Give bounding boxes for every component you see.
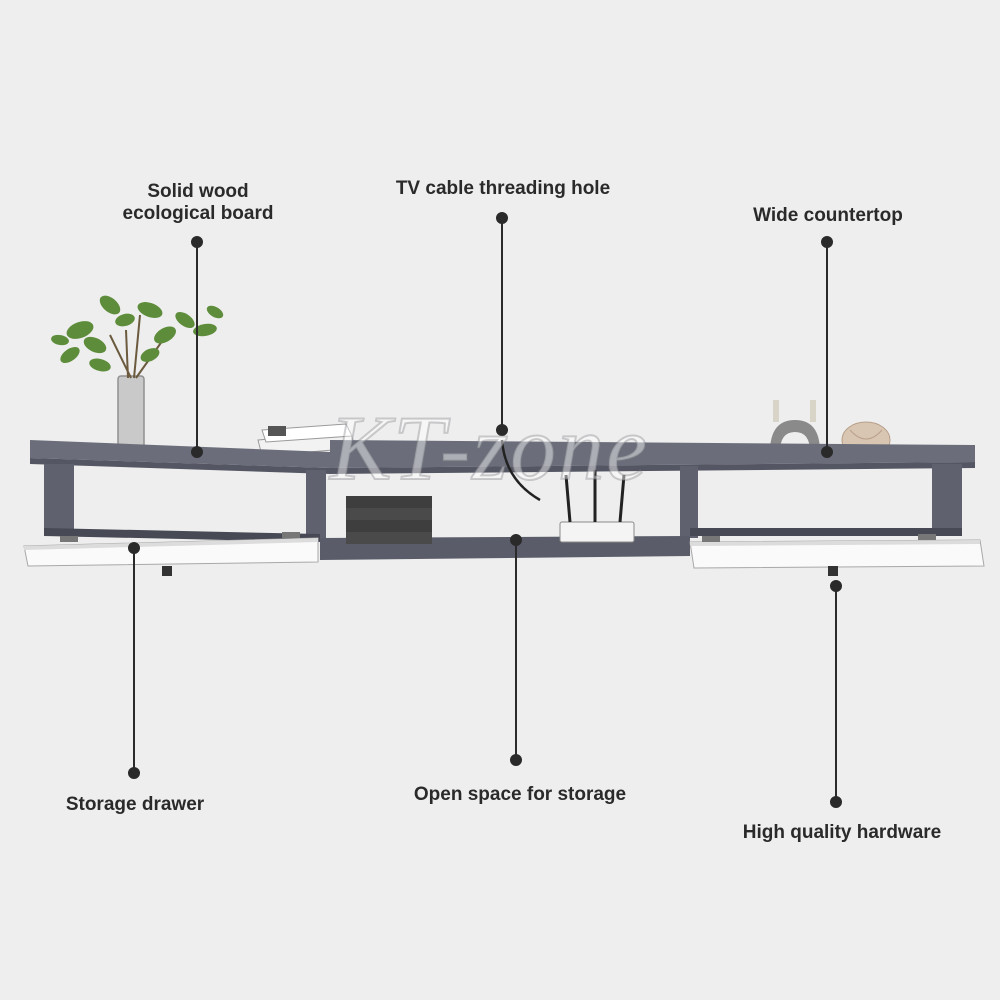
callout-lines xyxy=(128,212,842,808)
drawer-doors xyxy=(23,532,985,576)
router-and-books xyxy=(346,439,635,544)
label-storage-drawer: Storage drawer xyxy=(65,794,205,815)
plant-vase xyxy=(51,295,224,449)
shelf-bottom-board xyxy=(44,528,962,560)
label-open-space: Open space for storage xyxy=(413,784,627,805)
label-wide-countertop: Wide countertop xyxy=(753,205,903,226)
label-solid-wood-line2: ecological board xyxy=(122,203,274,224)
shelf-supports xyxy=(44,464,962,538)
label-high-quality-hardware: High quality hardware xyxy=(742,822,942,843)
label-solid-wood-line1: Solid wood xyxy=(147,181,249,202)
label-solid-wood-board: Solid wood ecological board xyxy=(98,181,298,225)
label-tv-cable-hole: TV cable threading hole xyxy=(395,178,611,199)
shelf-top-board xyxy=(30,440,975,474)
